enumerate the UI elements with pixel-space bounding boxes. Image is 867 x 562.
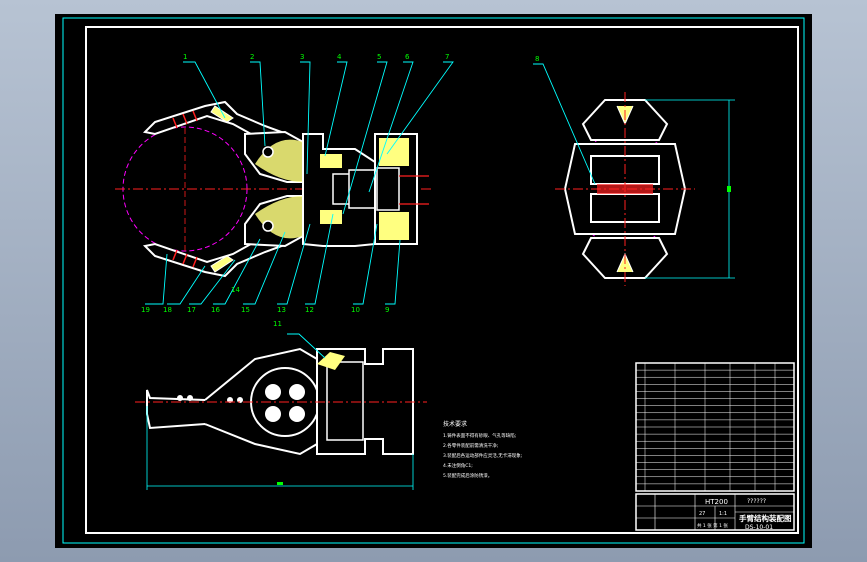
parts-list: [635, 362, 795, 492]
qty: 27: [699, 511, 705, 517]
tech-line-1: 1.铸件表面不得有砂眼、气孔等缺陷;: [443, 432, 516, 439]
upper-rack: [320, 154, 342, 168]
scale-value: 1:1: [719, 511, 727, 517]
balloon-4: 4: [337, 53, 342, 61]
top-pin-2: [187, 395, 193, 401]
top-clamp-pad: [317, 352, 345, 370]
unknown-mark: ??????: [747, 498, 766, 505]
drawing-name: 手臂结构装配图: [739, 513, 792, 523]
leader-8: [533, 63, 596, 185]
balloon-18: 18: [163, 306, 172, 314]
balloon-15: 15: [241, 306, 250, 314]
balloon-19: 19: [141, 306, 150, 314]
outer-border: [62, 17, 805, 544]
top-hub-hole-1: [265, 384, 281, 400]
top-hub-hole-3: [265, 406, 281, 422]
cylinder-cap-lower: [379, 212, 409, 240]
upper-finger-hatch: [172, 110, 198, 129]
top-length-dimension: [146, 406, 414, 490]
lower-rack: [320, 210, 342, 224]
upper-finger-pad: [210, 105, 234, 123]
tech-title: 技术要求: [443, 420, 467, 428]
lower-finger-hatch: [172, 249, 198, 268]
parts-list-grid: [636, 363, 794, 491]
tech-line-2: 2.各零件装配前需清洗干净;: [443, 442, 498, 449]
tech-line-5: 5.装配完成后涂防锈漆。: [443, 472, 492, 479]
front-view-leaders: [145, 61, 454, 305]
lower-finger-pad: [210, 255, 234, 273]
cad-drawing: 1 2 3 4 5 6 7 19 18 17 16 15 13 12 10 9 …: [62, 17, 805, 544]
top-hub-hole-2: [289, 384, 305, 400]
lower-pivot: [262, 220, 274, 232]
balloon-7: 7: [445, 53, 449, 61]
balloon-6: 6: [405, 53, 410, 61]
balloon-9: 9: [385, 306, 389, 314]
balloon-12: 12: [305, 306, 314, 314]
cylinder-cap-upper: [379, 138, 409, 166]
title-block: HT200 ?????? 手臂结构装配图 DS-10-01 27 1:1 共 1…: [635, 493, 795, 531]
cylinder-bore: [376, 167, 400, 211]
balloon-8: 8: [535, 55, 539, 63]
leader-top: [287, 333, 326, 359]
balloon-13: 13: [277, 306, 286, 314]
balloon-5: 5: [377, 53, 381, 61]
top-view: [135, 333, 427, 490]
front-view-balloons: 1 2 3 4 5 6 7 19 18 17 16 15 13 12 10 9 …: [141, 53, 449, 328]
tech-requirements: 技术要求 1.铸件表面不得有砂眼、气孔等缺陷; 2.各零件装配前需清洗干净; 3…: [443, 420, 522, 479]
upper-pivot: [262, 146, 274, 158]
sheet-info: 共 1 张 第 1 张: [697, 522, 728, 529]
inner-border: [85, 26, 799, 534]
piston: [348, 169, 376, 209]
balloon-17: 17: [187, 306, 196, 314]
balloon-1: 1: [183, 53, 187, 61]
balloon-2: 2: [250, 53, 254, 61]
balloon-10: 10: [351, 306, 360, 314]
drawing-code: DS-10-01: [745, 524, 773, 531]
front-view: [115, 100, 433, 278]
top-cylinder-inner: [326, 361, 364, 441]
balloon-11: 11: [273, 320, 282, 328]
material: HT200: [705, 498, 728, 506]
side-view: 8: [533, 55, 735, 286]
side-height-dimension: [645, 99, 735, 279]
top-pin-1: [177, 395, 183, 401]
tech-line-4: 4.未注倒角C1;: [443, 462, 473, 469]
balloon-3: 3: [300, 53, 304, 61]
top-hub-hole-4: [289, 406, 305, 422]
tech-line-3: 3.装配后各运动部件应灵活,无卡滞现象;: [443, 452, 522, 459]
balloon-16: 16: [211, 306, 220, 314]
balloon-14: 14: [231, 286, 240, 294]
drawing-sheet: 1 2 3 4 5 6 7 19 18 17 16 15 13 12 10 9 …: [55, 14, 812, 548]
